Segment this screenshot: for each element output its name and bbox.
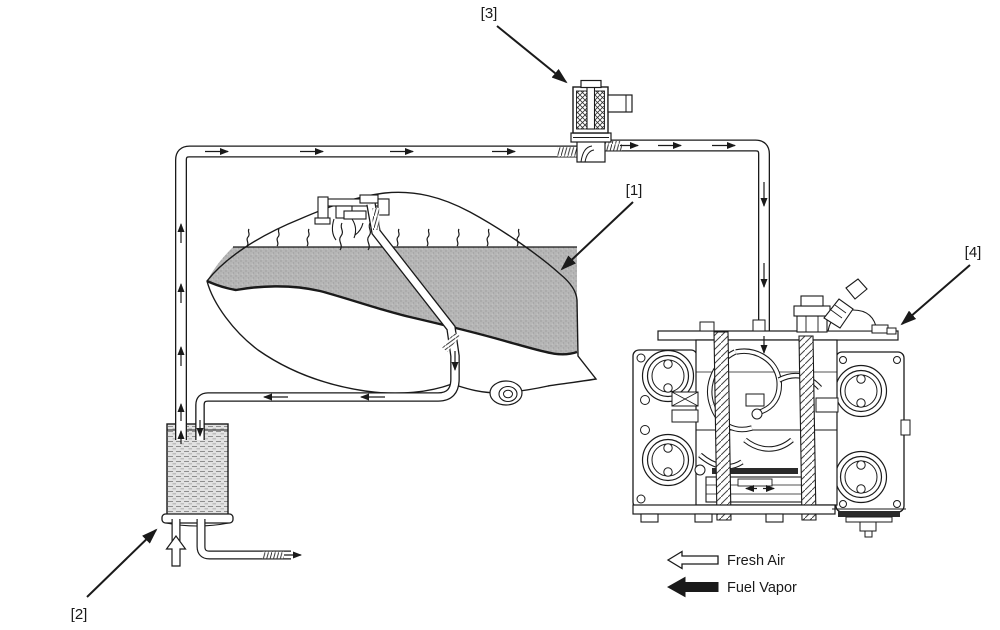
left-throttle-plate: [632, 349, 698, 509]
callout-2: [2]: [71, 528, 158, 623]
engine-base: [632, 504, 906, 538]
legend-fuel-vapor-label: Fuel Vapor: [727, 580, 797, 596]
fresh-air-inlet-arrow-icon: [165, 534, 187, 567]
canister-drain-pipe: [196, 519, 291, 560]
legend: Fresh Air Fuel Vapor: [666, 550, 797, 598]
fuel-fill: [207, 247, 577, 355]
frame-straps: [713, 331, 817, 521]
callout-2-label: [2]: [71, 606, 88, 623]
legend-fresh-air-label: Fresh Air: [727, 553, 785, 569]
callout-1-label: [1]: [626, 182, 643, 199]
intake-boot: [823, 278, 868, 329]
valve-plunger: [586, 82, 596, 130]
legend-fresh-air-row: Fresh Air: [666, 550, 785, 570]
legend-fuel-vapor-row: Fuel Vapor: [666, 576, 797, 598]
flow-arrows: [177, 142, 775, 559]
engine-assembly: [632, 278, 911, 538]
callout-3-label: [3]: [481, 5, 498, 22]
tank-to-canister-pipe: [195, 203, 460, 440]
canister-to-valve-pipe: [175, 145, 588, 440]
tank-drain-boss: [489, 380, 523, 406]
callout-4: [4]: [900, 244, 982, 326]
callout-4-label: [4]: [965, 244, 982, 261]
callout-1: [1]: [560, 182, 643, 271]
right-throttle-plate: [834, 351, 911, 513]
fresh-air-arrow-icon: [666, 550, 719, 570]
tank-filler-assembly: [314, 194, 390, 241]
valve-connector: [607, 94, 633, 113]
purge-control-valve: [570, 79, 633, 163]
vapor-squiggles: [246, 222, 520, 251]
fuel-tank: [206, 191, 598, 406]
hose-couplings: [262, 141, 622, 559]
callout-3: [3]: [481, 5, 568, 84]
injector-tower: [793, 295, 831, 333]
fuel-vapor-arrow-icon: [666, 576, 719, 598]
